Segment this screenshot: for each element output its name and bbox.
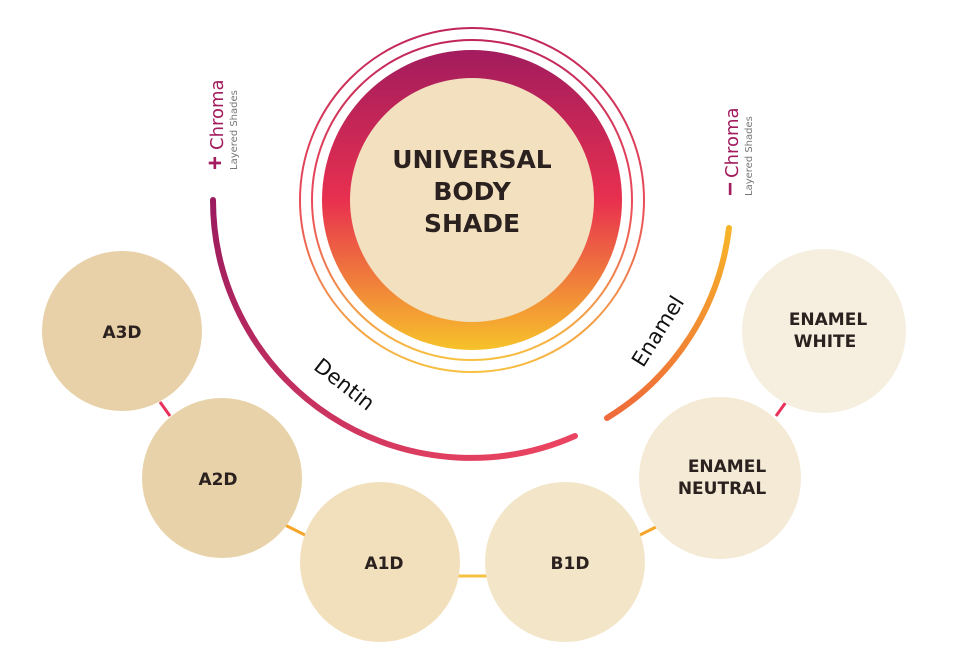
shade-label: A1D xyxy=(364,554,403,574)
shade-label: A3D xyxy=(102,323,141,343)
universal-body-shade-core xyxy=(350,78,594,322)
chroma-title: Chroma xyxy=(207,79,228,150)
enamel-label: Enamel xyxy=(627,292,689,371)
shade-circle xyxy=(639,397,801,559)
outer-ring xyxy=(299,27,645,373)
shade-enamel-white: ENAMEL WHITE xyxy=(742,249,906,413)
shade-b1d: B1D xyxy=(485,482,645,642)
connector-neutral-white xyxy=(774,401,788,417)
center-line3: SHADE xyxy=(424,209,520,238)
connector-a3d-a2d xyxy=(158,401,172,417)
chroma-title: Chroma xyxy=(722,107,743,178)
connector-a2d-a1d xyxy=(284,523,306,537)
shade-label: B1D xyxy=(551,554,590,574)
shade-circles: A3D A2D A1D B1D ENAMEL NEUTRAL ENAMEL WH… xyxy=(42,249,906,642)
dentin-arc xyxy=(210,197,578,461)
plus-chroma-label: + Chroma Layered Shades xyxy=(202,79,240,170)
shade-label-line1: ENAMEL xyxy=(688,457,767,477)
plus-icon: + xyxy=(202,156,229,170)
shade-label: A2D xyxy=(198,470,237,490)
chroma-subtitle: Layered Shades xyxy=(229,90,240,170)
shade-a1d: A1D xyxy=(300,482,460,642)
shade-circle xyxy=(300,482,460,642)
shade-circle xyxy=(142,398,302,558)
shade-a3d: A3D xyxy=(42,251,202,411)
shade-label-line2: NEUTRAL xyxy=(678,479,766,499)
shade-enamel-neutral: ENAMEL NEUTRAL xyxy=(639,397,801,559)
shade-circle xyxy=(742,249,906,413)
minus-chroma-label: − Chroma Layered Shades xyxy=(717,107,755,196)
minus-icon: − xyxy=(717,182,744,196)
shade-circle xyxy=(42,251,202,411)
center-line1: UNIVERSAL xyxy=(392,145,552,174)
shade-circle xyxy=(485,482,645,642)
chroma-subtitle: Layered Shades xyxy=(744,116,755,196)
shade-label-line2: WHITE xyxy=(794,332,857,352)
center-line2: BODY xyxy=(433,177,511,206)
shade-label-line1: ENAMEL xyxy=(789,310,868,330)
enamel-arc xyxy=(604,225,732,421)
middle-ring xyxy=(311,39,633,361)
shade-a2d: A2D xyxy=(142,398,302,558)
